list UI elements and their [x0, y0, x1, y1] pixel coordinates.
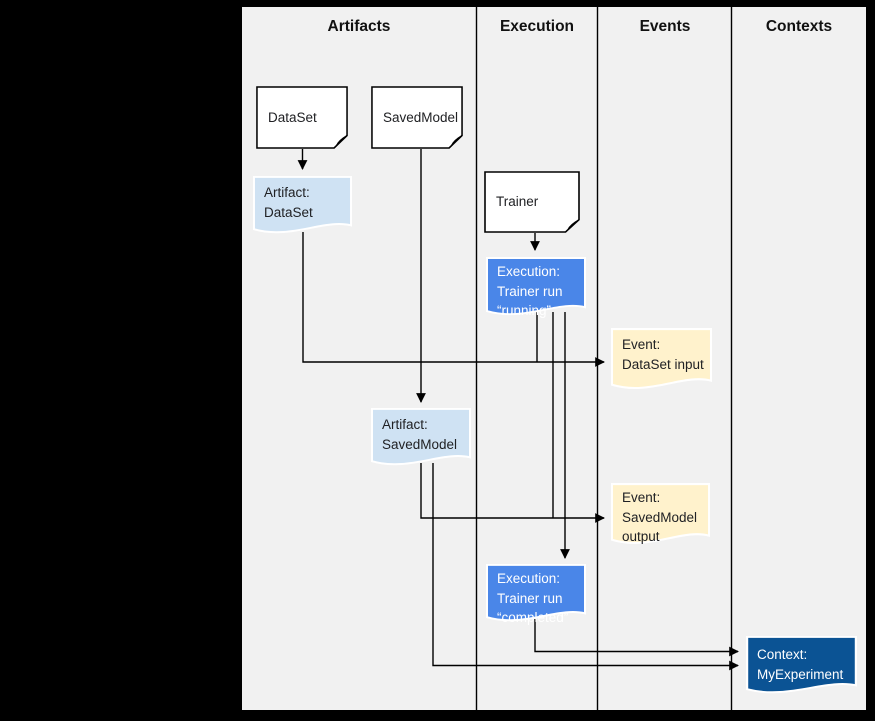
node-label: Event: DataSet input — [622, 337, 704, 372]
node-label: Artifact: DataSet — [264, 185, 313, 220]
column-header-artifacts: Artifacts — [327, 18, 391, 35]
wave-shape — [611, 328, 712, 390]
arrow-execution-completed-to-context — [534, 619, 739, 657]
node-label: Execution: Trainer run “running” — [497, 264, 563, 318]
column-header-events: Events — [639, 18, 691, 35]
node-artifact-savedmodel: Artifact: SavedModel — [371, 408, 471, 468]
arrow-artifact-dataset-to-event-input — [302, 232, 605, 367]
wave-shape — [253, 176, 352, 234]
node-label: SavedModel — [383, 109, 459, 125]
document-shape — [371, 86, 463, 149]
node-label: Event: SavedModel output — [622, 490, 698, 544]
column-header-execution: Execution — [499, 18, 575, 35]
node-label: Execution: Trainer run “completed” — [497, 571, 569, 625]
wave-shape — [486, 257, 586, 316]
arrow-artifact-savedmodel-to-context — [432, 463, 739, 671]
node-execution-completed: Execution: Trainer run “completed” — [486, 564, 586, 625]
document-shape — [484, 171, 580, 233]
wave-shape — [746, 636, 857, 694]
document-shape — [256, 86, 348, 149]
wave-shape — [486, 564, 586, 622]
node-artifact-dataset: Artifact: DataSet — [253, 176, 352, 236]
node-execution-running: Execution: Trainer run “running” — [486, 257, 586, 318]
node-label: Trainer — [496, 194, 539, 209]
node-event-dataset-input: Event: DataSet input — [611, 328, 712, 392]
node-context-myexperiment: Context: MyExperiment — [746, 636, 857, 696]
node-event-savedmodel-output: Event: SavedModel output — [611, 483, 710, 547]
node-dataset: DataSet — [256, 86, 348, 149]
wave-shape — [371, 408, 471, 466]
node-savedmodel: SavedModel — [371, 86, 463, 149]
page-fold-icon — [565, 219, 580, 233]
page-fold-icon — [333, 134, 348, 149]
column-header-contexts: Contexts — [765, 18, 833, 35]
wave-shape — [611, 483, 710, 545]
node-label: DataSet — [268, 109, 317, 125]
page-fold-icon — [448, 134, 463, 149]
arrow-artifact-savedmodel-to-event-output — [420, 463, 605, 523]
node-label: Context: MyExperiment — [757, 647, 844, 682]
node-trainer: Trainer — [484, 171, 580, 233]
node-label: Artifact: SavedModel — [382, 417, 458, 452]
